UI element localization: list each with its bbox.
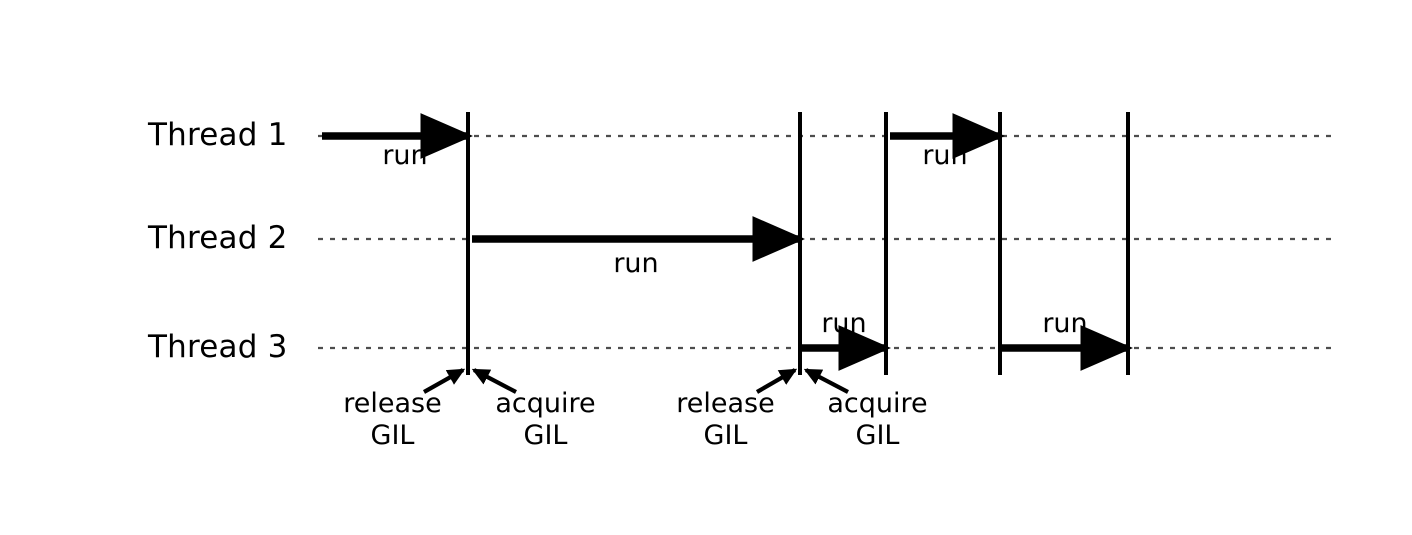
- gil-action-word: acquire: [827, 388, 928, 419]
- thread-label-2: Thread 2: [148, 220, 288, 256]
- run-arrow-label-1: run: [382, 140, 428, 171]
- gil-resource-word: GIL: [855, 419, 900, 451]
- run-arrow-label-2: run: [613, 248, 659, 279]
- gil-resource-word: GIL: [370, 419, 415, 451]
- gil-acquire-arrow-4: [803, 368, 849, 394]
- run-arrow-label-4: run: [922, 140, 968, 171]
- gil-release-arrow-1: [422, 368, 466, 394]
- gil-action-word: release: [343, 388, 442, 419]
- thread-label-3: Thread 3: [148, 329, 288, 365]
- gil-resource-word: GIL: [523, 419, 568, 451]
- gil-action-word: acquire: [495, 388, 596, 419]
- gil-release-arrow-3: [755, 368, 798, 394]
- gil-annotation-arrows-group: [422, 368, 849, 394]
- gil-acquire-arrow-2: [471, 368, 517, 394]
- gil-action-word: release: [676, 388, 775, 419]
- run-arrow-label-5: run: [1042, 308, 1088, 339]
- run-arrows-group: [322, 113, 1134, 371]
- gil-resource-word: GIL: [703, 419, 748, 451]
- run-arrow-label-3: run: [821, 308, 867, 339]
- thread-label-1: Thread 1: [148, 117, 288, 153]
